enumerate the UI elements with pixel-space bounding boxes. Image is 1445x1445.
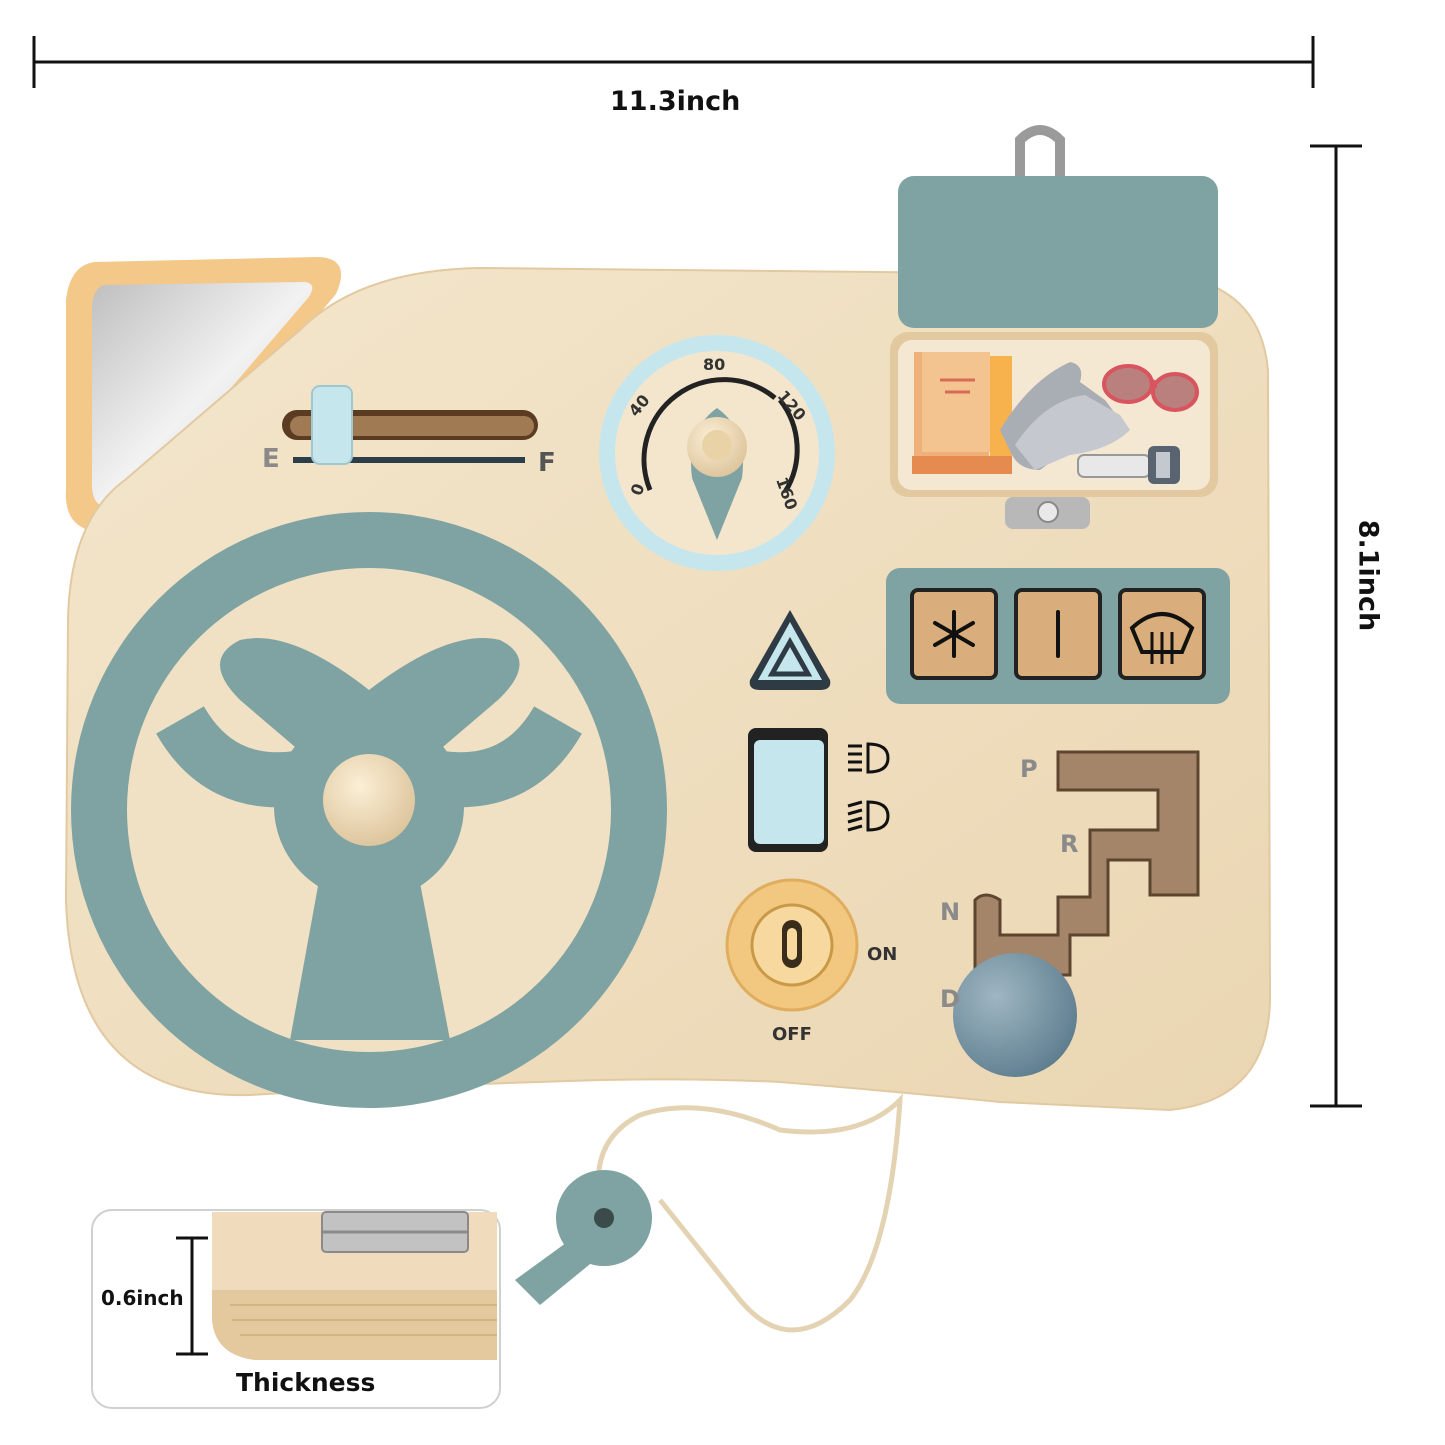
ignition-off-label: OFF [772,1024,812,1045]
ignition-key-on-string [515,1093,903,1333]
glovebox [890,332,1218,497]
width-label: 11.3inch [610,86,741,117]
fuel-full-label: F [538,448,556,478]
fuel-gauge-slider [282,385,538,465]
headlight-switch [748,728,890,852]
speedometer [599,335,835,571]
width-dimension-line [32,36,1315,88]
thickness-value-label: 0.6inch [101,1286,184,1310]
ignition-on-label: ON [867,944,898,965]
gear-label-p: P [1020,755,1038,783]
gear-label-d: D [940,985,960,1013]
speed-tick-80: 80 [703,355,726,374]
climate-button-panel [886,568,1230,704]
fuel-empty-label: E [262,444,280,474]
height-label: 8.1inch [1352,519,1384,632]
thickness-inset [91,1209,501,1409]
gear-label-r: R [1060,830,1079,858]
hazard-button [749,610,831,690]
glovebox-lid [898,125,1218,529]
gear-label-n: N [940,898,961,926]
thickness-label: Thickness [236,1368,376,1397]
rearview-mirror [65,257,342,533]
gear-shift-slot [953,750,1200,1077]
steering-wheel [71,512,667,1108]
ignition-lock [725,878,859,1012]
height-dimension-line [1310,144,1362,1108]
